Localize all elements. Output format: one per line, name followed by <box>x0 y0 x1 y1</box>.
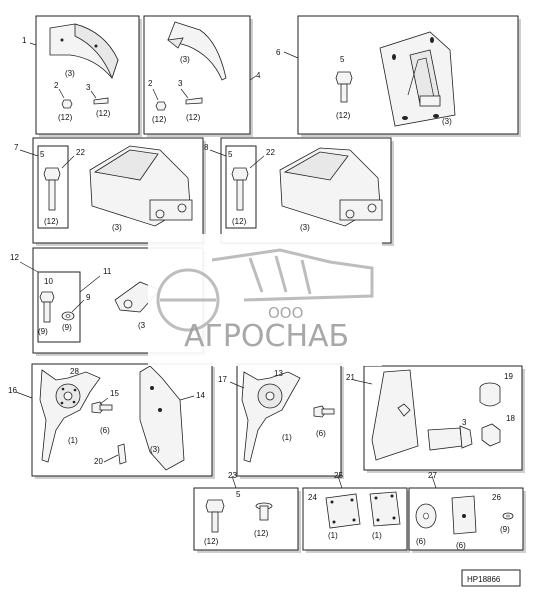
qty-label: (12) <box>186 113 201 122</box>
panel-17: 17 13 (1) (6) <box>218 363 342 477</box>
qty-label: (1) <box>282 433 292 442</box>
qty-label: (3 <box>138 321 146 330</box>
qty-label: (3) <box>150 445 160 454</box>
panel-7: 7 5 22 (12) (3) <box>14 137 204 244</box>
qty-label: (6) <box>416 537 426 546</box>
panel-25: 25 24 (1) (1) <box>302 471 408 551</box>
panel-6: 6 5 (12) (3) <box>276 15 519 135</box>
callout-17: 17 <box>218 375 227 384</box>
panel-8: 8 5 22 (12) (3) <box>204 137 392 244</box>
callout-3: 3 <box>86 83 91 92</box>
panel-16: 16 28 15 14 (6) (1) 20 (3) <box>8 363 213 477</box>
qty-label: (12) <box>58 113 73 122</box>
callout-3: 3 <box>178 79 183 88</box>
callout-2: 2 <box>148 79 153 88</box>
callout-25: 25 <box>334 471 343 480</box>
callout-16: 16 <box>8 386 17 395</box>
figure-id: HP18866 <box>467 575 501 584</box>
qty-label: (3) <box>180 55 190 64</box>
watermark-text-small: ООО <box>268 304 303 322</box>
callout-11: 11 <box>103 267 112 276</box>
callout-22: 22 <box>266 148 275 157</box>
callout-19: 19 <box>504 372 513 381</box>
callout-2: 2 <box>54 81 59 90</box>
callout-7: 7 <box>14 143 19 152</box>
callout-15: 15 <box>110 389 119 398</box>
qty-label: (9) <box>62 323 72 332</box>
panel-23: 23 5 (12) (12) <box>193 471 299 551</box>
qty-label: (1) <box>372 531 382 540</box>
qty-label: (12) <box>204 537 219 546</box>
callout-12: 12 <box>10 253 19 262</box>
qty-label: (6) <box>100 426 110 435</box>
callout-5: 5 <box>340 55 345 64</box>
callout-28: 28 <box>70 367 79 376</box>
qty-label: (12) <box>152 115 167 124</box>
callout-21: 21 <box>346 373 355 382</box>
callout-26: 26 <box>492 493 501 502</box>
panel-1: 1 (3) 2 3 (12) (12) <box>22 15 140 135</box>
qty-label: (6) <box>316 429 326 438</box>
qty-label: (12) <box>254 529 269 538</box>
watermark: ООО АГРОСНАБ <box>148 234 382 366</box>
qty-label: (3) <box>112 223 122 232</box>
callout-1: 1 <box>22 36 27 45</box>
qty-label: (12) <box>44 217 59 226</box>
callout-6: 6 <box>276 48 281 57</box>
callout-8: 8 <box>204 143 209 152</box>
callout-18: 18 <box>506 414 515 423</box>
callout-22: 22 <box>76 148 85 157</box>
panel-21: 21 19 18 3 <box>346 365 523 471</box>
callout-4: 4 <box>256 71 261 80</box>
callout-20: 20 <box>94 457 103 466</box>
qty-label: (1) <box>68 436 78 445</box>
callout-3: 3 <box>462 418 467 427</box>
qty-label: (3) <box>300 223 310 232</box>
qty-label: (9) <box>38 327 48 336</box>
qty-label: (12) <box>96 109 111 118</box>
callout-5: 5 <box>40 150 45 159</box>
qty-label: (6) <box>456 541 466 550</box>
callout-23: 23 <box>228 471 237 480</box>
callout-24: 24 <box>308 493 317 502</box>
qty-label: (3) <box>442 117 452 126</box>
figure-id-badge: HP18866 <box>461 569 521 587</box>
watermark-text-large: АГРОСНАБ <box>184 319 349 354</box>
qty-label: (1) <box>328 531 338 540</box>
callout-14: 14 <box>196 391 205 400</box>
qty-label: (3) <box>65 69 75 78</box>
callout-10: 10 <box>44 277 53 286</box>
callout-5: 5 <box>228 150 233 159</box>
qty-label: (9) <box>500 525 510 534</box>
callout-9: 9 <box>86 293 91 302</box>
panel-2: (3) 2 3 4 (12) (12) <box>143 15 261 135</box>
qty-label: (12) <box>336 111 351 120</box>
qty-label: (12) <box>232 217 247 226</box>
panel-27: 27 26 (6) (6) (9) <box>408 471 524 551</box>
callout-27: 27 <box>428 471 437 480</box>
callout-13: 13 <box>274 369 283 378</box>
callout-5: 5 <box>236 490 241 499</box>
